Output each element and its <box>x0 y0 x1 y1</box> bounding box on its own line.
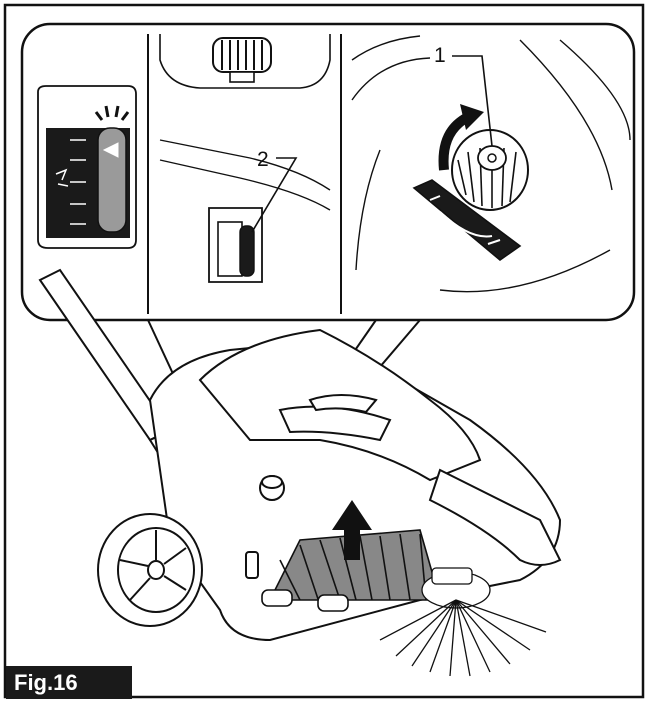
main-brush <box>261 529 442 612</box>
dust-level-gauge <box>37 85 137 249</box>
lift-direction-arrow-icon <box>332 500 372 560</box>
height-scale-plate <box>412 179 522 262</box>
right-detail <box>351 35 631 293</box>
callout-1: 1 <box>434 44 446 67</box>
figure-label: Fig.16 <box>6 666 132 699</box>
adjusting-knob-top-view <box>212 37 272 83</box>
outer-border <box>3 3 645 699</box>
sweeper-machine <box>38 268 562 642</box>
side-brush <box>379 567 547 677</box>
adjusting-knob <box>451 129 529 211</box>
rotation-arrow-icon <box>438 104 484 171</box>
callout-2: 2 <box>257 148 269 171</box>
gauge-window <box>208 207 263 283</box>
rear-wheel <box>97 513 203 627</box>
middle-detail <box>159 34 331 283</box>
detail-callout-panel <box>20 22 636 322</box>
